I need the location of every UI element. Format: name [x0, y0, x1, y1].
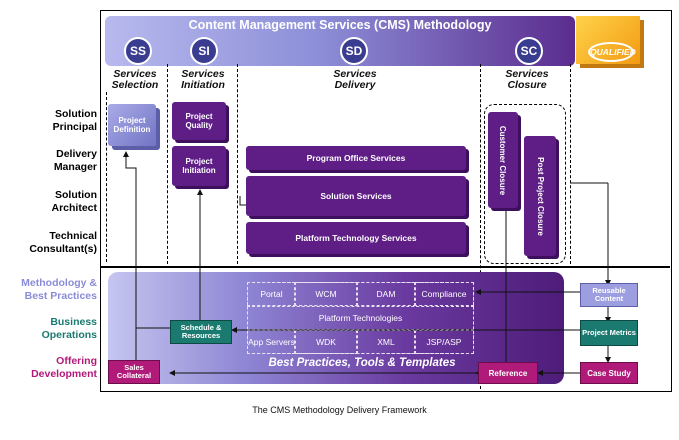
closure-dashed-outline [484, 104, 566, 264]
platform-technology-services-label: Platform Technology Services [295, 233, 417, 243]
post-project-closure-box: Post Project Closure [524, 136, 556, 256]
project-quality-box: Project Quality [172, 102, 226, 140]
title-banner [105, 16, 575, 66]
role-delivery-manager: Delivery Manager [53, 148, 97, 173]
row-offering-development: Offering Development [31, 355, 97, 380]
grid-compliance: Compliance [414, 282, 474, 306]
phase-si-label: Services Initiation [181, 68, 225, 91]
customer-closure-box: Customer Closure [488, 112, 518, 208]
project-initiation-label: Project Initiation [182, 157, 216, 175]
divider-5 [106, 92, 107, 262]
figure-caption: The CMS Methodology Delivery Framework [252, 405, 427, 415]
project-definition-label: Project Definition [113, 116, 151, 134]
schedule-resources-box: Schedule & Resources [170, 320, 232, 344]
role-technical-consultant: Technical Consultant(s) [29, 230, 97, 255]
project-metrics-box: Project Metrics [580, 320, 638, 346]
line-sales-to-definition [123, 151, 137, 364]
case-study-box: Case Study [580, 362, 638, 384]
divider-2 [237, 64, 238, 264]
phase-ss-label: Services Selection [111, 68, 159, 91]
reference-label: Reference [488, 368, 528, 378]
reusable-content-box: Reusable Content [580, 283, 638, 307]
project-initiation-box: Project Initiation [172, 146, 226, 186]
section-separator [100, 266, 670, 268]
divider-3 [480, 64, 481, 389]
grid-wcm: WCM [294, 282, 358, 306]
grid-portal: Portal [247, 282, 296, 306]
row-business-operations: Business Operations [41, 316, 97, 341]
row-methodology: Methodology & Best Practices [21, 277, 97, 302]
sales-collateral-box: Sales Collateral [108, 360, 160, 384]
phase-sc-label: Services Closure [505, 68, 549, 91]
framework-frame [100, 10, 672, 392]
customer-closure-label: Customer Closure [498, 125, 508, 195]
phase-ss-icon: SS [124, 37, 152, 65]
role-solution-principal: Solution Principal [52, 108, 97, 133]
phase-sc-icon: SC [515, 37, 543, 65]
phase-sd-label: Services Delivery [333, 68, 377, 91]
qualified-label: QUALIFIED [588, 42, 636, 62]
project-quality-label: Project Quality [185, 112, 213, 130]
page-title: Content Management Services (CMS) Method… [188, 18, 492, 32]
line-initiation-to-services [239, 196, 246, 206]
sales-collateral-label: Sales Collateral [116, 363, 152, 380]
platform-technology-services-box: Platform Technology Services [246, 222, 466, 254]
phase-si-icon: SI [190, 37, 218, 65]
project-metrics-label: Project Metrics [582, 328, 636, 337]
solution-services-label: Solution Services [320, 191, 392, 201]
divider-4 [570, 64, 571, 264]
program-office-box: Program Office Services [246, 146, 466, 170]
grid-dam: DAM [356, 282, 416, 306]
reusable-content-label: Reusable Content [592, 286, 626, 303]
divider-1 [167, 64, 168, 264]
solution-services-box: Solution Services [246, 176, 466, 216]
phase-sd-icon: SD [340, 37, 368, 65]
reference-box: Reference [478, 362, 538, 384]
program-office-label: Program Office Services [306, 153, 406, 163]
best-practices-label: Best Practices, Tools & Templates [268, 357, 456, 369]
schedule-resources-label: Schedule & Resources [180, 323, 222, 340]
project-definition-box: Project Definition [108, 104, 156, 146]
role-solution-architect: Solution Architect [51, 189, 97, 214]
post-project-closure-label: Post Project Closure [535, 156, 545, 236]
case-study-label: Case Study [587, 368, 631, 378]
